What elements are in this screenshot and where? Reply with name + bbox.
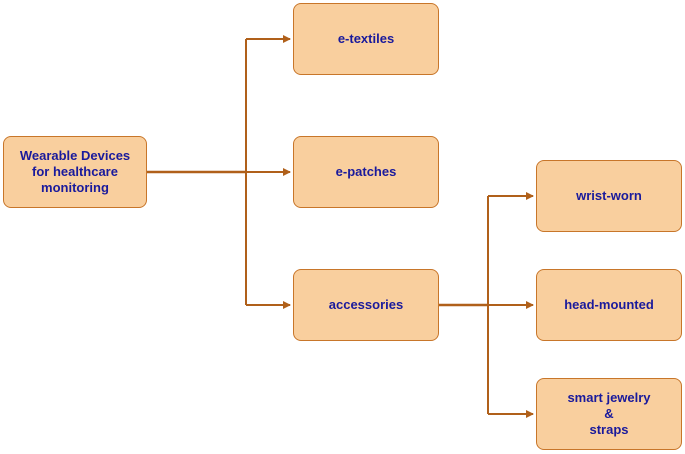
node-wrist-worn[interactable]: wrist-worn [536, 160, 682, 232]
node-e-patches[interactable]: e-patches [293, 136, 439, 208]
node-wearable-devices[interactable]: Wearable Devices for healthcare monitori… [3, 136, 147, 208]
node-e-textiles[interactable]: e-textiles [293, 3, 439, 75]
node-smart-jewelry-straps[interactable]: smart jewelry & straps [536, 378, 682, 450]
node-accessories[interactable]: accessories [293, 269, 439, 341]
node-head-mounted[interactable]: head-mounted [536, 269, 682, 341]
